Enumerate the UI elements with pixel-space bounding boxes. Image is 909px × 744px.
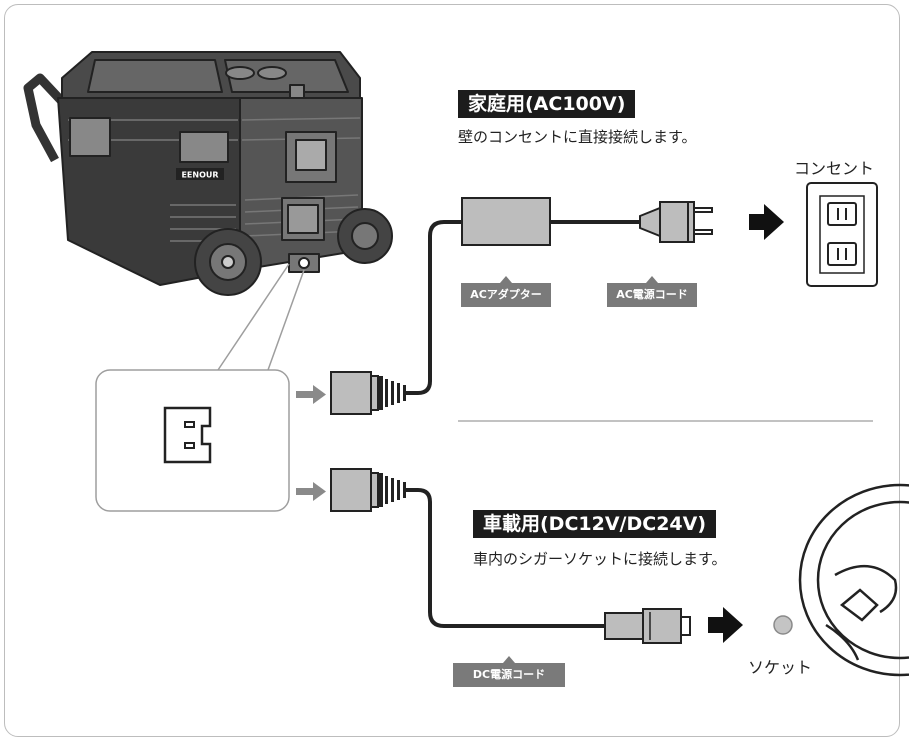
ac-adapter-tag: ACアダプター [461, 276, 551, 307]
callout-arrow-bottom [296, 482, 326, 501]
wall-outlet-icon [806, 182, 878, 287]
arrow-to-socket [708, 607, 743, 643]
fridge-brand-badge: EENOUR [176, 168, 224, 180]
ac-adapter-cable [406, 220, 462, 395]
port-callout [95, 263, 305, 512]
outlet-label: コンセント [794, 159, 875, 178]
diagram-frame [4, 4, 900, 737]
portable-fridge-illustration [23, 51, 393, 296]
dc-power-cord-tag: DC電源コード [453, 656, 565, 687]
ac-dc-plug-top [330, 371, 406, 415]
callout-arrow-top [296, 385, 326, 404]
cigarette-socket-icon [773, 615, 793, 635]
socket-label: ソケット [748, 658, 813, 677]
car-use-description: 車内のシガーソケットに接続します。 [473, 550, 727, 568]
ac-wall-plug [639, 201, 713, 243]
car-use-title: 車載用(DC12V/DC24V) [473, 510, 717, 538]
dc-plug-bottom [330, 468, 406, 512]
cigarette-lighter-plug [604, 608, 691, 644]
home-use-description: 壁のコンセントに直接接続します。 [458, 128, 697, 146]
steering-wheel-icon [798, 483, 909, 677]
arrow-to-outlet [749, 204, 784, 240]
dc-power-cord [406, 488, 605, 628]
dc-port-icon [163, 406, 212, 464]
ac-adapter [461, 197, 551, 246]
fridge-brand-label: EENOUR [181, 171, 218, 180]
ac-power-cord-tag: AC電源コード [607, 276, 697, 307]
home-use-title: 家庭用(AC100V) [458, 90, 636, 118]
